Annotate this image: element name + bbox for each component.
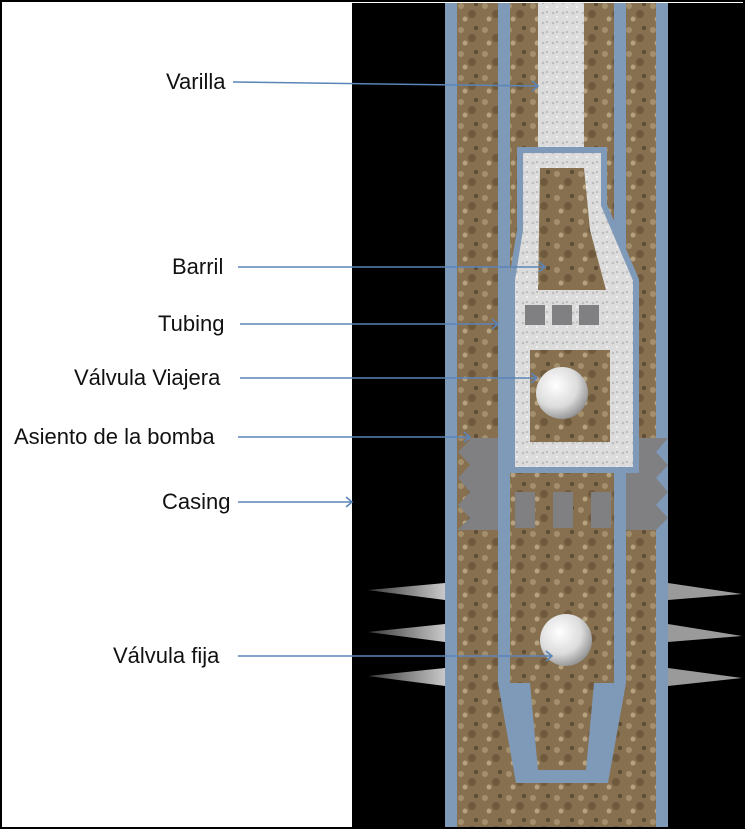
tip-fluid [530, 683, 594, 770]
label-varilla: Varilla [166, 69, 226, 95]
standing-valve-ball [540, 614, 592, 666]
label-asiento: Asiento de la bomba [14, 424, 215, 450]
casing-wall-right [656, 3, 668, 827]
label-barril: Barril [172, 254, 223, 280]
label-valvula-fija: Válvula fija [113, 643, 219, 669]
label-tubing: Tubing [158, 311, 224, 337]
label-casing: Casing [162, 489, 230, 515]
casing-wall-left [445, 3, 457, 827]
tubing-wall-left [498, 3, 510, 683]
sucker-rod [538, 3, 584, 163]
standing-valve-cage [515, 492, 611, 528]
travel-valve-cage [525, 305, 599, 325]
label-valvula-viajera: Válvula Viajera [74, 365, 220, 391]
traveling-valve-ball [536, 367, 588, 419]
